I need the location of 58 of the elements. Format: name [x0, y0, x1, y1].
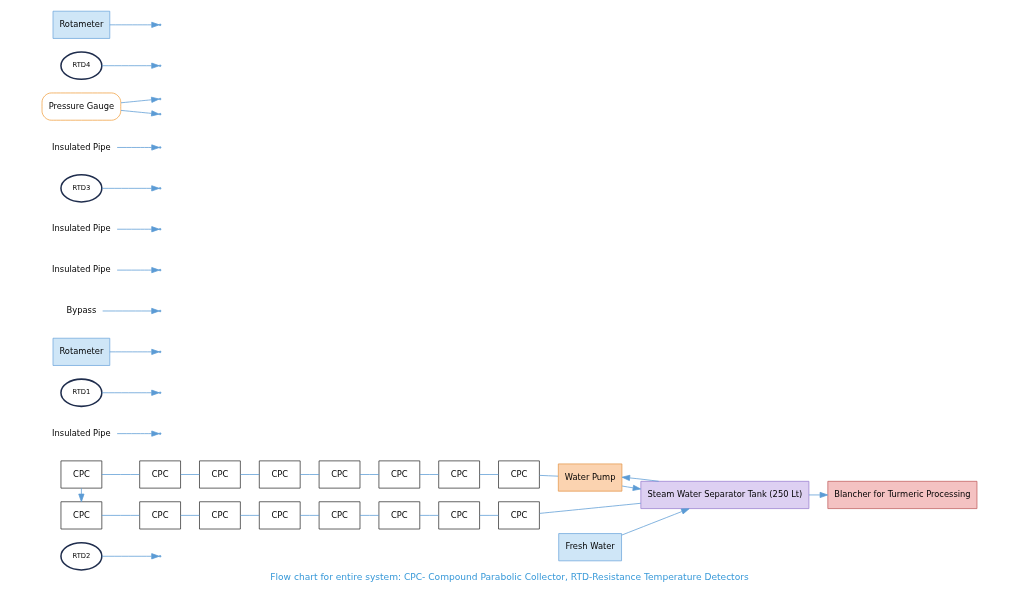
- connector: [101, 474, 140, 475]
- arrow: [808, 491, 828, 498]
- arrow: [78, 487, 85, 503]
- arrow: [116, 144, 160, 151]
- connector: [240, 474, 260, 475]
- connector: [539, 502, 642, 514]
- node-box: Water Pump: [557, 463, 623, 492]
- node-box: CPC: [258, 460, 301, 489]
- node-text: Insulated Pipe: [52, 264, 111, 275]
- node-box: CPC: [199, 501, 241, 530]
- connector: [359, 515, 380, 516]
- connector: [299, 515, 320, 516]
- node-box: CPC: [378, 501, 421, 530]
- node-box: CPC: [60, 460, 103, 489]
- node-text: Insulated Pipe: [52, 427, 111, 438]
- node-box: CPC: [199, 460, 241, 489]
- arrow: [101, 62, 160, 69]
- arrow: [621, 474, 660, 482]
- connector: [479, 515, 499, 516]
- arrow: [621, 484, 642, 491]
- node-text: Insulated Pipe: [52, 141, 111, 152]
- node-box: CPC: [378, 460, 421, 489]
- connector: [479, 474, 499, 475]
- connector: [359, 474, 380, 475]
- connector: [180, 515, 200, 516]
- arrow: [116, 430, 160, 437]
- caption: Flow chart for entire system: CPC- Compound Parabolic Collector, RTD-Resistance Temperature Detectors: [270, 572, 749, 583]
- arrow: [101, 389, 160, 396]
- node-box: CPC: [139, 460, 181, 489]
- node-text: Insulated Pipe: [52, 223, 111, 234]
- node-box: CPC: [438, 460, 480, 489]
- arrow: [116, 226, 160, 233]
- node-box: CPC: [318, 501, 361, 530]
- node-text: Bypass: [66, 305, 97, 316]
- arrow: [101, 185, 160, 192]
- node-box: Rotameter: [52, 10, 111, 39]
- node-box: Fresh Water: [558, 533, 622, 562]
- node-box: CPC: [60, 501, 103, 530]
- node-box: CPC: [498, 460, 540, 489]
- connector: [101, 515, 140, 516]
- connector: [419, 474, 440, 475]
- node-box: CPC: [438, 501, 480, 530]
- arrow: [109, 21, 160, 28]
- connector: [539, 475, 559, 477]
- connector: [240, 515, 260, 516]
- arrow: [101, 553, 160, 560]
- node-box: CPC: [318, 460, 361, 489]
- node-box: Pressure Gauge: [41, 92, 122, 121]
- node-box: Rotameter: [52, 337, 111, 366]
- node-box: CPC: [258, 501, 301, 530]
- arrow: [621, 508, 690, 536]
- connector: [299, 474, 320, 475]
- node-box: Blancher for Turmeric Processing: [827, 480, 978, 509]
- node-box: CPC: [498, 501, 540, 530]
- node-box: Steam Water Separator Tank (250 Lt): [640, 480, 810, 509]
- connector: [419, 515, 440, 516]
- connector: [180, 474, 200, 475]
- node-box: CPC: [139, 501, 181, 530]
